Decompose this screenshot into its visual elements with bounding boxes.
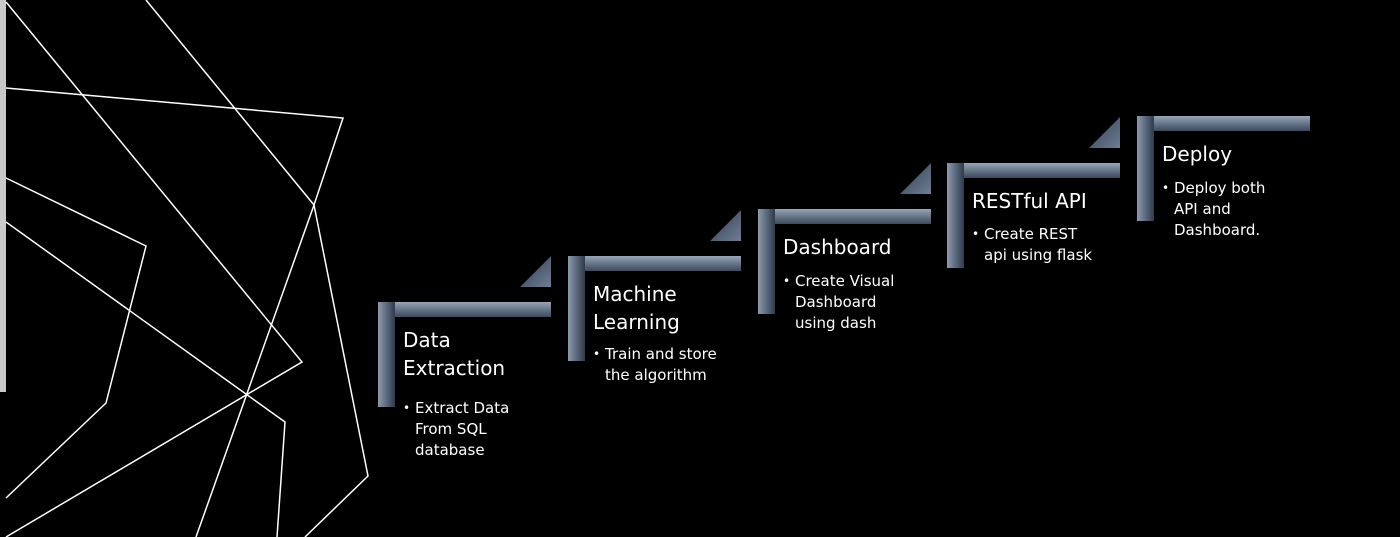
decorative-line: [5, 87, 345, 537]
stage-machine-learning: Machine Learning • Train and store the a…: [568, 210, 741, 384]
stage-step-triangle: [900, 163, 931, 194]
decorative-line: [5, 177, 147, 499]
stage-bullet-text: Train and store the algorithm: [605, 345, 717, 384]
stage-title: Machine Learning: [593, 282, 680, 334]
stage-bullet: • Deploy both API and Dashboard.: [1162, 178, 1312, 241]
stage-frame-left: [378, 302, 395, 407]
stage-bullet-text: Create Visual Dashboard using dash: [795, 272, 895, 332]
stage-step-triangle: [1089, 117, 1120, 148]
bullet-dot-icon: •: [403, 401, 411, 415]
stage-frame-top: [947, 163, 1120, 178]
stage-data-extraction: Data Extraction • Extract Data From SQL …: [378, 256, 551, 459]
stage-restful-api: RESTful API • Create REST api using flas…: [947, 117, 1122, 273]
bullet-dot-icon: •: [783, 274, 791, 288]
stage-bullet-text: Deploy both API and Dashboard.: [1174, 179, 1266, 239]
bullet-dot-icon: •: [593, 347, 601, 361]
stage-frame-top: [568, 256, 741, 271]
stage-frame-top: [758, 209, 931, 224]
window-edge: [0, 0, 6, 392]
bullet-dot-icon: •: [972, 227, 980, 241]
stage-deploy: Deploy • Deploy both API and Dashboard.: [1137, 116, 1310, 239]
stage-frame-top: [1137, 116, 1310, 131]
stage-frame-left: [1137, 116, 1154, 221]
stage-step-triangle: [710, 210, 741, 241]
stage-dashboard: Dashboard • Create Visual Dashboard usin…: [758, 163, 931, 332]
stage-frame-left: [947, 163, 964, 268]
stage-frame-top: [378, 302, 551, 317]
stage-bullet: • Create REST api using flask: [972, 224, 1122, 266]
stage-bullet-text: Create REST api using flask: [984, 225, 1093, 264]
stage-title: RESTful API: [972, 189, 1087, 213]
stage-frame-left: [568, 256, 585, 361]
decorative-line: [5, 1, 304, 537]
stage-bullet: • Extract Data From SQL database: [403, 398, 553, 461]
bullet-dot-icon: •: [1162, 181, 1170, 195]
stage-bullet-text: Extract Data From SQL database: [415, 399, 510, 459]
stage-title: Data Extraction: [403, 328, 506, 380]
stage-title: Deploy: [1162, 142, 1233, 166]
stage-bullet: • Train and store the algorithm: [593, 344, 743, 386]
stage-step-triangle: [520, 256, 551, 287]
decorative-line-art: [5, 0, 369, 537]
decorative-line: [5, 221, 286, 537]
stage-frame-left: [758, 209, 775, 314]
stage-bullet: • Create Visual Dashboard using dash: [783, 271, 933, 334]
decorative-line: [145, 0, 369, 537]
stage-title: Dashboard: [783, 235, 892, 259]
